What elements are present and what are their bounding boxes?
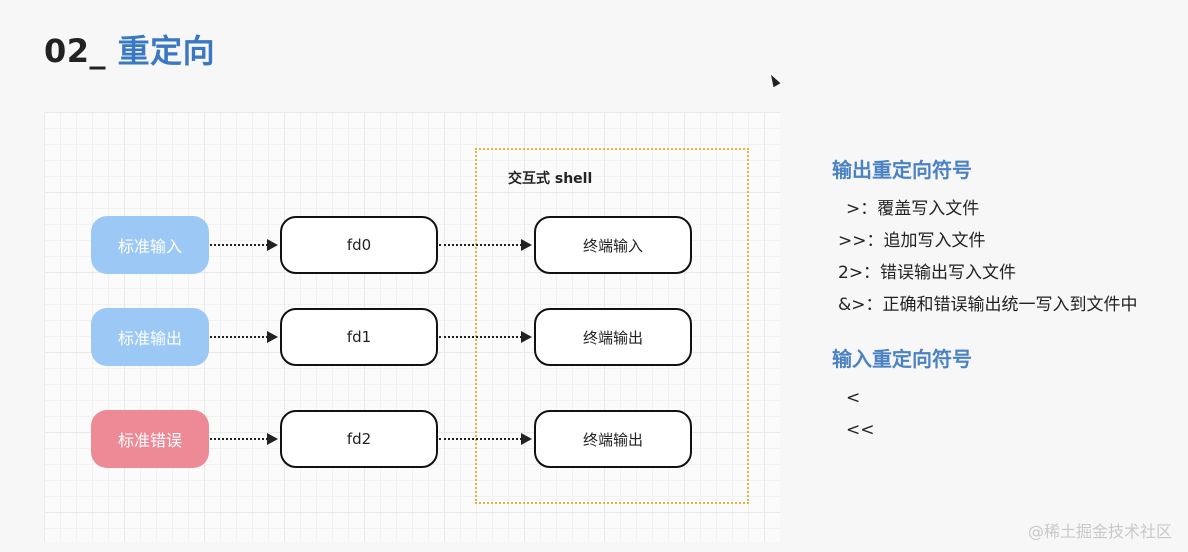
- output-redirect-append: >>：追加写入文件: [838, 231, 986, 251]
- stdout-to-fd1-arrow: [210, 331, 278, 343]
- fd2-node: fd2: [280, 410, 438, 468]
- terminal-error-output-node: 终端输出: [534, 410, 692, 468]
- stderr-node: 标准错误: [91, 410, 209, 468]
- terminal-input-node: 终端输入: [534, 216, 692, 274]
- input-redirect-list: < <<: [832, 382, 1182, 446]
- stdin-to-fd0-arrow: [210, 239, 278, 251]
- fd0-node: fd0: [280, 216, 438, 274]
- fd1-node: fd1: [280, 308, 438, 366]
- stderr-to-fd2-arrow: [210, 433, 278, 445]
- watermark: @稀土掘金技术社区: [1027, 522, 1172, 541]
- interactive-shell-box: [475, 148, 749, 504]
- stdout-node: 标准输出: [91, 308, 209, 366]
- fd1-to-terminal-arrow: [439, 331, 532, 343]
- input-redirect-single: <: [846, 388, 861, 408]
- title-main: 重定向: [117, 32, 216, 70]
- mouse-cursor-icon: [767, 72, 781, 88]
- input-redirect-heredoc: <<: [846, 420, 875, 440]
- output-redirect-stderr: 2>：错误输出写入文件: [838, 263, 1017, 283]
- output-redirect-overwrite: >：覆盖写入文件: [846, 199, 980, 219]
- page-title: 02_ 重定向: [44, 26, 215, 72]
- fd2-to-terminal-arrow: [439, 433, 532, 445]
- output-redirect-heading: 输出重定向符号: [832, 158, 972, 182]
- input-redirect-heading: 输入重定向符号: [832, 347, 972, 371]
- title-prefix: 02_: [44, 32, 107, 70]
- fd0-to-terminal-arrow: [439, 239, 532, 251]
- output-redirect-list: >：覆盖写入文件 >>：追加写入文件 2>：错误输出写入文件 &>：正确和错误输…: [832, 193, 1182, 321]
- shell-label: 交互式 shell: [508, 171, 593, 187]
- redirect-symbols-panel: 输出重定向符号 >：覆盖写入文件 >>：追加写入文件 2>：错误输出写入文件 &…: [832, 154, 1182, 446]
- output-redirect-both: &>：正确和错误输出统一写入到文件中: [838, 295, 1138, 315]
- stdin-node: 标准输入: [91, 216, 209, 274]
- terminal-output-node: 终端输出: [534, 308, 692, 366]
